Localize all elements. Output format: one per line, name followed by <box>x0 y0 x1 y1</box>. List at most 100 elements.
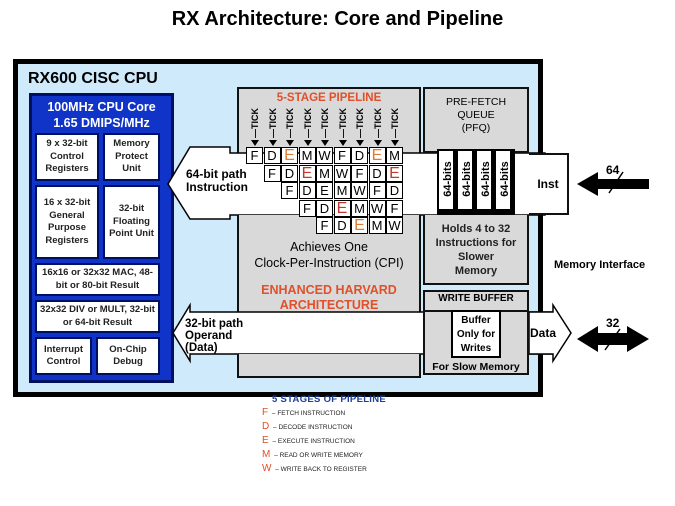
pfq-note: Holds 4 to 32 Instructions for Slower Me… <box>435 223 517 277</box>
pipeline-cell: E <box>351 217 368 234</box>
cpu-core-title: 100MHz CPU Core 1.65 DMIPS/MHz <box>29 99 174 131</box>
pipeline-cell: F <box>281 182 298 199</box>
legend-desc: – DECODE INSTRUCTION <box>271 424 353 431</box>
tick-label: —TICK <box>267 108 278 138</box>
pipeline-cell: D <box>351 147 368 164</box>
pipeline-cell: M <box>316 164 333 182</box>
legend-item: F – FETCH INSTRUCTION <box>262 407 345 418</box>
pipeline-cell: F <box>386 199 403 217</box>
pfq-slot: 64-bits <box>475 149 493 211</box>
pipeline-title: 5-STAGE PIPELINE <box>276 92 382 104</box>
div-mult-block: 32x32 DIV or MULT, 32-bit or 64-bit Resu… <box>35 300 160 333</box>
data-arrow-head <box>528 302 572 364</box>
legend-desc: – EXECUTE INSTRUCTION <box>270 438 355 445</box>
pipeline-cell: M <box>333 182 351 199</box>
pfq-block <box>423 87 529 153</box>
data-bus-slash <box>604 328 621 351</box>
tick-arrowhead-icon <box>373 140 382 146</box>
tick-arrow: —TICK <box>268 106 278 146</box>
pipeline-cell: F <box>368 182 386 199</box>
pipeline-cell: W <box>386 217 403 234</box>
legend-item: M – READ OR WRITE MEMORY <box>262 449 363 460</box>
legend-desc: – READ OR WRITE MEMORY <box>272 452 363 459</box>
legend-item: D – DECODE INSTRUCTION <box>262 421 353 432</box>
page-title: RX Architecture: Core and Pipeline <box>171 8 504 30</box>
data-port: Data <box>530 326 557 340</box>
operand-path-label: 32-bit path Operand (Data) <box>185 318 244 354</box>
pipeline-cell: E <box>298 164 316 182</box>
pfq-bottom <box>423 215 529 285</box>
mac-block: 16x16 or 32x32 MAC, 48-bit or 80-bit Res… <box>35 263 160 296</box>
tick-arrowhead-icon <box>356 140 364 146</box>
tick-arrow: —TICK <box>303 106 313 146</box>
write-buffer-note: For Slow Memory <box>432 361 520 373</box>
core-dmips: 1.65 DMIPS/MHz <box>53 116 150 130</box>
core-speed: 100MHz CPU Core <box>47 100 156 114</box>
pipeline-cell: E <box>316 182 333 199</box>
tick-arrowhead-icon <box>321 140 329 146</box>
floating-point-unit-block: 32-bit Floating Point Unit <box>103 185 160 259</box>
pipeline-cell: F <box>246 147 263 164</box>
general-purpose-registers-block: 16 x 32-bit General Purpose Registers <box>35 185 99 259</box>
pfq-slot: 64-bits <box>437 149 455 211</box>
harvard-text: ENHANCED HARVARD ARCHITECTURE <box>261 283 397 312</box>
legend-title: 5 STAGES OF PIPELINE <box>272 394 387 405</box>
legend-key: D <box>262 421 270 432</box>
pipeline-cell: F <box>351 164 368 182</box>
memory-interface-label: Memory Interface <box>554 259 646 271</box>
tick-arrowhead-icon <box>268 140 277 146</box>
pipeline-cell: D <box>316 199 333 217</box>
pfq-slot: 64-bits <box>494 149 512 211</box>
pipeline-cell: W <box>351 182 368 199</box>
inst-port: Inst <box>529 153 569 215</box>
inst-bus-slash <box>608 171 624 194</box>
tick-arrowhead-icon <box>286 140 294 146</box>
pipeline-cell: E <box>333 199 351 217</box>
tick-arrowhead-icon <box>303 140 312 146</box>
pipeline-cell: F <box>316 217 333 234</box>
pipeline-cell: M <box>351 199 368 217</box>
cpu-label: RX600 CISC CPU <box>28 70 158 87</box>
pipeline-cell: D <box>281 164 298 182</box>
memory-protect-unit-block: Memory Protect Unit <box>103 133 160 181</box>
pipeline-cell: D <box>298 182 316 199</box>
legend-key: E <box>262 435 269 446</box>
control-registers-block: 9 x 32-bit Control Registers <box>35 133 99 181</box>
legend-key: M <box>262 449 271 460</box>
pipeline-cell: F <box>263 164 281 182</box>
tick-label: —TICK <box>302 108 313 138</box>
tick-label: —TICK <box>390 108 400 138</box>
pipeline-cell: E <box>386 164 403 182</box>
pipeline-cell: D <box>386 182 403 199</box>
pipeline-cell: W <box>333 164 351 182</box>
interrupt-control-block: Interrupt Control <box>35 337 92 375</box>
legend-desc: – WRITE BACK TO REGISTER <box>273 466 367 473</box>
pipeline-cell: D <box>333 217 351 234</box>
pipeline-cell: E <box>281 147 298 164</box>
pfq-title: PRE-FETCH QUEUE (PFQ) <box>445 96 507 134</box>
tick-arrowhead-icon <box>251 140 259 146</box>
pipeline-cell: E <box>368 147 386 164</box>
pipeline-cell: F <box>298 199 316 217</box>
tick-label: —TICK <box>250 108 260 138</box>
legend-key: F <box>262 407 269 418</box>
inst-bus-width: 64 <box>606 163 620 177</box>
tick-arrow: —TICK <box>390 106 400 146</box>
wb-bottom <box>423 354 529 375</box>
legend-item: E – EXECUTE INSTRUCTION <box>262 435 355 446</box>
tick-arrow: —TICK <box>373 106 383 146</box>
tick-arrowhead-icon <box>338 140 347 146</box>
legend-key: W <box>262 463 272 474</box>
write-buffer-title: WRITE BUFFER <box>438 293 514 304</box>
pipeline-cell: D <box>263 147 281 164</box>
pipeline-cell: D <box>368 164 386 182</box>
on-chip-debug-block: On-Chip Debug <box>96 337 160 375</box>
tick-label: —TICK <box>372 108 383 138</box>
tick-arrow: —TICK <box>285 106 295 146</box>
tick-arrow: —TICK <box>338 106 348 146</box>
tick-arrow: —TICK <box>250 106 260 146</box>
tick-arrowhead-icon <box>391 140 399 146</box>
pipeline-cell: W <box>316 147 333 164</box>
pipeline-cell: M <box>386 147 403 164</box>
legend-item: W – WRITE BACK TO REGISTER <box>262 463 367 474</box>
